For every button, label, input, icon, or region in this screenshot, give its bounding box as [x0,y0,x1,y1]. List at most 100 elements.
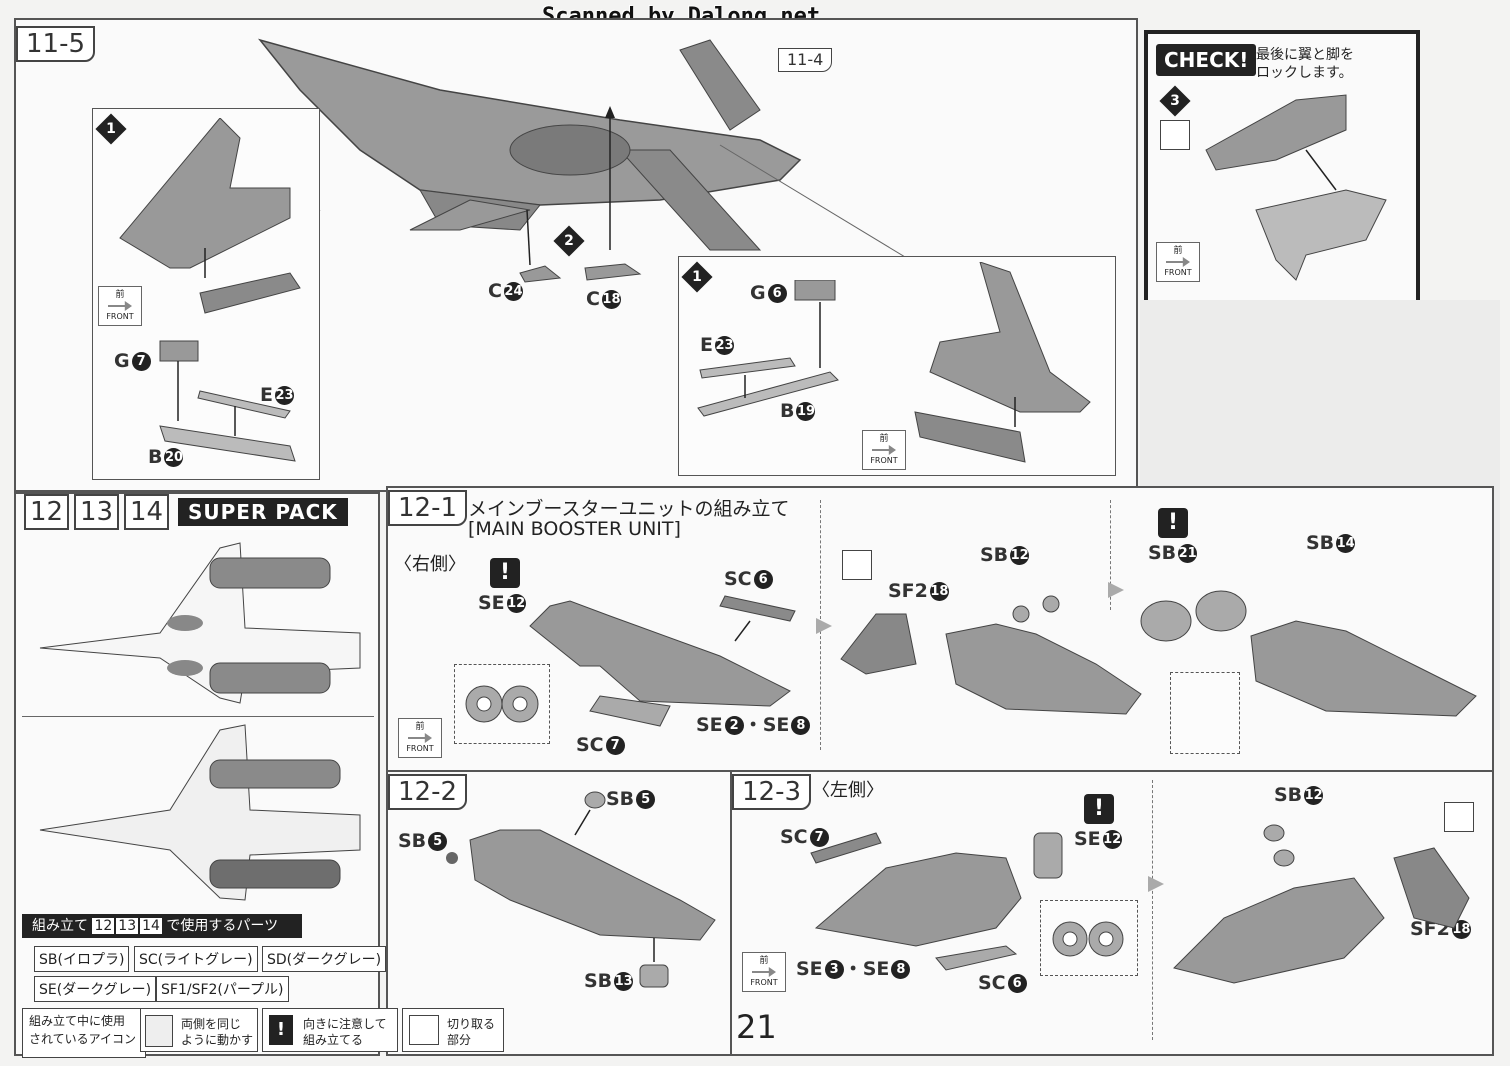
side-label-right: 〈右側〉 [394,554,466,575]
missile-parts-right [697,280,839,417]
legend-item-caution: ! 向きに注意して 組み立てる [262,1008,398,1052]
main-aircraft-illustration [257,38,802,251]
c-parts [519,263,642,283]
part-chip-se: SE(ダークグレー) [34,976,157,1002]
detail-inset-art [465,685,539,723]
step-12-1-title-jp: メインブースターユニットの組み立て [468,498,790,520]
part-chip-sf: SF1/SF2(パープル) [156,976,289,1002]
next-arrow [1108,582,1124,598]
wing-lock-illustration [1205,94,1387,281]
super-pack-tab-14: 14 [124,494,170,530]
caution-icon: ! [1158,508,1188,538]
step-11-4-ref: 11-4 [778,48,833,72]
booster-assembly-stage2 [840,595,1142,715]
legend-item-both-sides: 両側を同じ ように動かす [140,1008,258,1052]
super-pack-top-view [39,542,361,704]
super-pack-tab-13: 13 [74,494,120,530]
step-12-3-tab: 12-3 [732,774,812,810]
missile-parts-left [159,340,296,462]
super-pack-title: SUPER PACK [178,498,348,526]
heading-tab-13: 13 [116,918,139,934]
legend-item-line2: ように動かす [181,1033,254,1047]
heading-tab-14: 14 [140,918,162,934]
detail-inset [1170,672,1240,754]
step-12-1-title-en: [MAIN BOOSTER UNIT] [468,518,681,540]
nipper-icon [409,1015,439,1045]
step-11-5-tab: 11-5 [16,26,96,62]
part-chip-sc: SC(ライトグレー) [134,946,258,972]
both-sides-icon [1160,120,1190,150]
tail-wing-illustration-right [914,262,1091,463]
detail-inset-art [1052,921,1124,957]
legend-title: 組み立て中に使用 されているアイコン [22,1008,146,1058]
booster-body-right [529,595,796,727]
heading-tab-12: 12 [92,918,115,934]
side-label-left: 〈左側〉 [812,780,884,801]
legend-item-line1: 向きに注意して [303,1017,387,1031]
legend-title-line2: されているアイコン [29,1032,137,1046]
step-marker: 2 [553,225,585,257]
legend-item-line1: 両側を同じ [181,1017,242,1031]
legend-item-line1: 切り取る [447,1017,496,1031]
nipper-icon [842,550,872,580]
divider [1110,500,1112,610]
part-chip-sd: SD(ダークグレー) [262,946,387,972]
step-marker: 3 [1159,85,1191,117]
legend-item-nipper: 切り取る 部分 [402,1008,504,1052]
next-arrow [1148,876,1164,892]
legend-title-line1: 組み立て中に使用 [29,1014,126,1028]
nipper-icon [1444,802,1474,832]
check-text-line2: ロックします。 [1256,65,1353,81]
both-sides-icon [145,1015,173,1047]
check-text-line1: 最後に翼と脚を [1256,47,1354,63]
caution-icon: ! [1084,794,1114,824]
legend-item-line2: 組み立てる [303,1033,364,1047]
divider [1152,780,1154,1040]
step-12-2-tab: 12-2 [388,774,468,810]
part-chip-sb: SB(イロプラ) [34,946,130,972]
super-pack-bottom-view [39,724,361,901]
next-arrow [816,618,832,634]
legend-item-line2: 部分 [447,1033,472,1047]
tail-wing-illustration [119,118,301,314]
step-12-1-tab: 12-1 [388,490,468,526]
booster-12-2 [446,791,716,988]
caution-icon: ! [490,558,520,588]
booster-12-3-body [810,832,1063,971]
caution-icon: ! [269,1015,293,1045]
check-badge: CHECK! [1156,44,1257,76]
super-pack-tab-12: 12 [24,494,70,530]
page-number: 21 [736,1008,777,1046]
divider [22,716,374,717]
